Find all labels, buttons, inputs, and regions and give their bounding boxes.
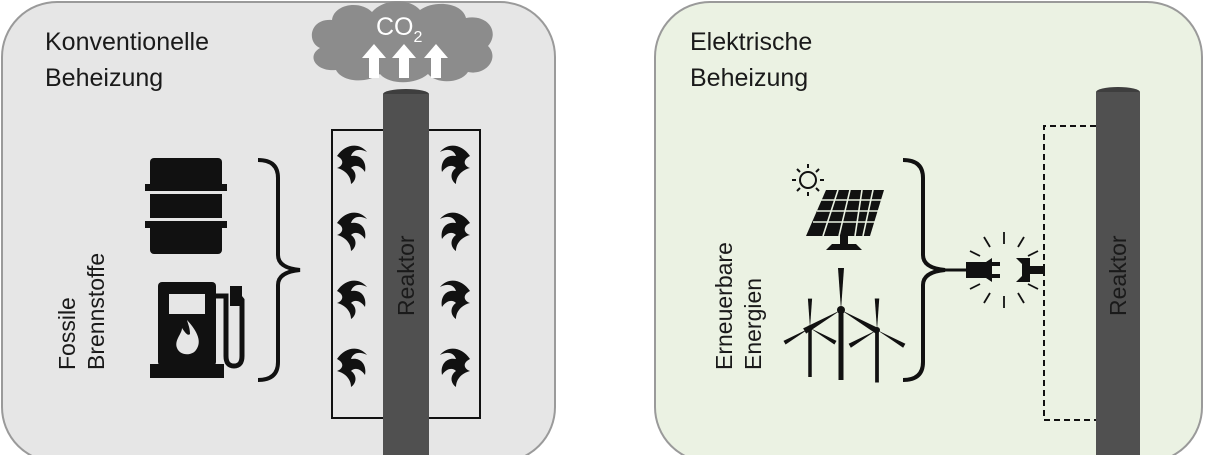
- left-reactor: Reaktor: [383, 89, 429, 455]
- solar-panel-icon: [806, 189, 884, 250]
- socket-icon: [1016, 258, 1044, 282]
- energy-label-line2: Energien: [740, 278, 766, 370]
- spark-lines: [969, 232, 1039, 308]
- left-reactor-label: Reaktor: [393, 235, 419, 316]
- cloud-icon: [311, 1, 493, 83]
- left-bracket: [257, 158, 301, 382]
- left-title-line2: Beheizung: [45, 64, 163, 92]
- co2-base: CO: [376, 13, 414, 41]
- right-panel: Elektrische Beheizung: [654, 1, 1203, 455]
- right-reactor-label: Reaktor: [1105, 235, 1131, 316]
- fuel-label-line2: Brennstoffe: [83, 253, 109, 370]
- arrow-up-icon: [362, 44, 448, 78]
- fuel-pump-icon: [150, 282, 245, 378]
- right-title-line2: Beheizung: [690, 64, 808, 92]
- co2-label: CO2: [376, 13, 423, 46]
- right-reactor: Reaktor: [1096, 87, 1140, 455]
- left-title-line1: Konventionelle: [45, 28, 209, 56]
- right-title-line1: Elektrische: [690, 28, 812, 56]
- left-panel: Konventionelle Beheizung CO2: [1, 1, 556, 455]
- dashed-circuit: [1043, 125, 1096, 421]
- right-panel-background: [654, 1, 1203, 455]
- oil-barrel-icon: [145, 158, 227, 254]
- co2-subscript: 2: [414, 29, 423, 46]
- plug-icon: [966, 258, 1000, 282]
- sun-icon: [792, 164, 824, 196]
- energy-label-line1: Erneuerbare: [711, 242, 737, 370]
- fuel-label-line1: Fossile: [54, 297, 80, 370]
- flame-icon: [176, 320, 199, 355]
